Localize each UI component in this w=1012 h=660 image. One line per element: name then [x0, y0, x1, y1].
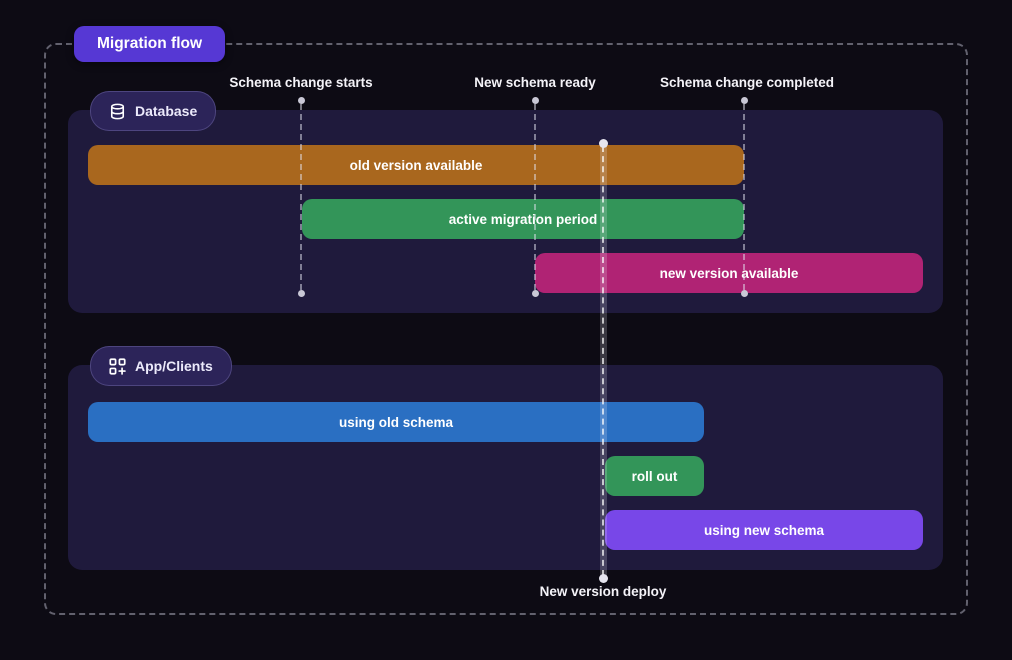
bar-old-version-available: old version available: [88, 145, 744, 185]
title-label: Migration flow: [97, 35, 203, 52]
bar-label: active migration period: [448, 211, 598, 227]
marker-dot: [740, 96, 748, 104]
app-clients-badge-label: App/Clients: [135, 358, 213, 374]
database-badge: Database: [90, 91, 217, 131]
bar-using-new-schema: using new schema: [605, 510, 923, 550]
marker-line-schema-change-completed: [743, 104, 745, 290]
bar-new-version-available: new version available: [535, 253, 923, 293]
app-clients-badge: App/Clients: [90, 346, 232, 386]
marker-line-new-schema-ready: [534, 104, 536, 290]
marker-label-new-version-deploy: New version deploy: [539, 584, 667, 599]
bar-label: using new schema: [703, 522, 825, 538]
database-badge-label: Database: [135, 103, 198, 119]
title-badge: Migration flow: [74, 26, 226, 62]
marker-dot: [531, 289, 539, 297]
bar-active-migration-period: active migration period: [302, 199, 744, 239]
deploy-line-dash: [602, 146, 604, 576]
marker-line-new-version-deploy: [600, 146, 607, 576]
marker-label-schema-change-starts: Schema change starts: [229, 75, 373, 90]
bar-label: old version available: [349, 157, 483, 173]
bar-using-old-schema: using old schema: [88, 402, 704, 442]
marker-label-schema-change-completed: Schema change completed: [659, 75, 835, 90]
deploy-dot-top: [598, 139, 608, 148]
bar-roll-out: roll out: [605, 456, 704, 496]
database-icon: [109, 103, 126, 120]
marker-label-new-schema-ready: New schema ready: [474, 75, 596, 90]
bar-label: using old schema: [338, 414, 454, 430]
marker-dot: [297, 289, 305, 297]
marker-dot: [531, 96, 539, 104]
marker-line-schema-change-starts: [300, 104, 302, 290]
marker-dot: [740, 289, 748, 297]
grid-plus-icon: [109, 357, 126, 375]
bar-label: new version available: [659, 265, 799, 281]
deploy-dot-bottom: [598, 574, 608, 583]
diagram-frame: [44, 43, 968, 615]
marker-dot: [297, 96, 305, 104]
bar-label: roll out: [631, 468, 678, 484]
